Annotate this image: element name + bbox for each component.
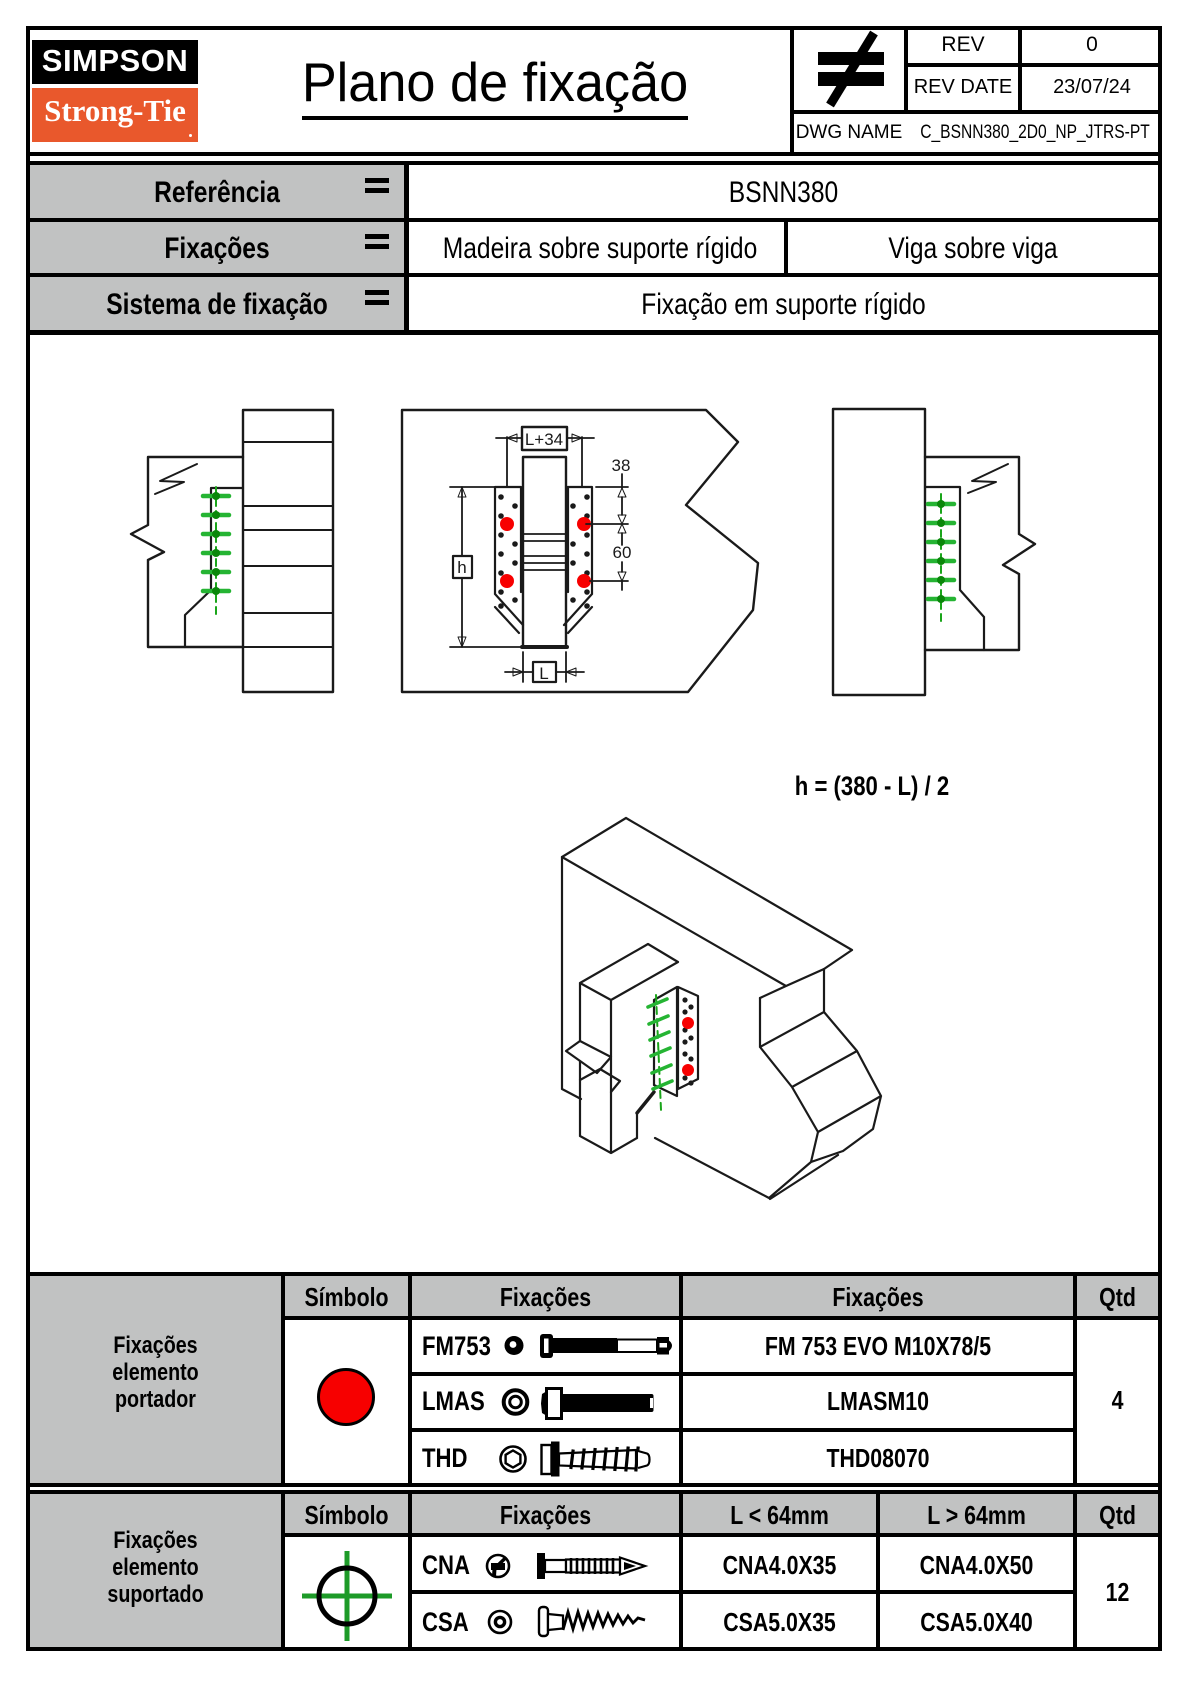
svg-text:L+34: L+34 xyxy=(525,430,563,449)
svg-text:L: L xyxy=(539,664,548,683)
svg-text:h: h xyxy=(457,558,466,577)
svg-text:38: 38 xyxy=(612,456,631,475)
svg-text:60: 60 xyxy=(613,543,632,562)
